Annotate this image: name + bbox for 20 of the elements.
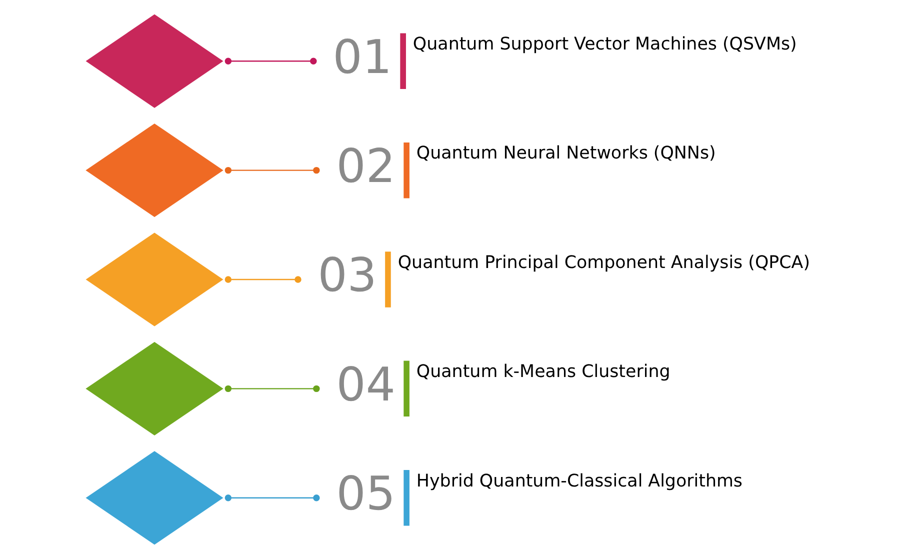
node-box [404, 142, 410, 198]
connector [224, 494, 320, 502]
node-label: Quantum Support Vector Machines (QSVMs) [412, 34, 797, 55]
node-box [404, 360, 410, 417]
node-label: 03 [318, 248, 377, 302]
node-label: 02 [336, 138, 396, 193]
connector [224, 58, 317, 64]
connector [224, 276, 302, 283]
node-label: 05 [336, 466, 396, 520]
node-label: Quantum Principal Component Analysis (QPCA) [398, 252, 810, 273]
connector [224, 166, 320, 174]
node-label: 04 [336, 357, 396, 412]
node-label: Quantum k-Means Clustering [416, 362, 670, 382]
node-box [400, 33, 406, 89]
node-box [404, 470, 410, 526]
node-label: Quantum Neural Networks (QNNs) [416, 144, 716, 164]
node-label: Hybrid Quantum-Classical Algorithms [416, 471, 743, 492]
connector [224, 385, 320, 392]
node-box [385, 252, 391, 308]
node-label: 01 [332, 30, 392, 84]
